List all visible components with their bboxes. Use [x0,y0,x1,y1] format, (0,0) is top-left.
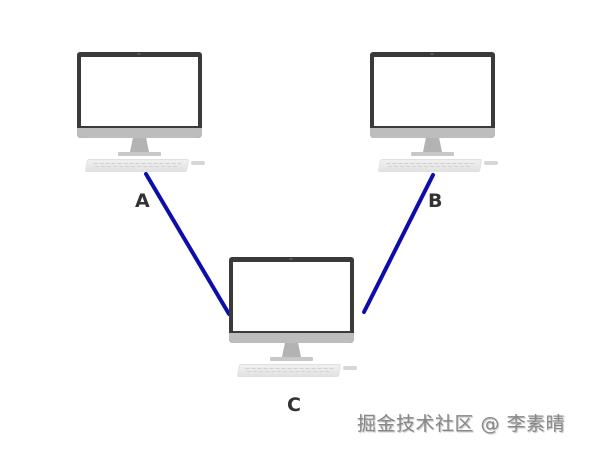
link-a-to-c [144,172,231,316]
mouse-icon [343,366,357,370]
monitor-chin [370,128,495,138]
webcam-icon [137,53,141,55]
monitor-stand-icon [282,343,301,357]
monitor-stand-icon [423,138,442,152]
node-label-c: C [287,394,301,416]
monitor-screen [374,57,491,126]
keyboard-icon [236,364,342,377]
monitor-icon [370,52,495,138]
monitor-chin [229,333,354,343]
keyboard-icon [84,159,190,172]
keyboard-icon [377,159,483,172]
link-b-to-c [362,173,435,314]
monitor-screen [233,262,350,331]
mouse-icon [191,161,205,165]
node-label-a: A [135,190,150,212]
node-label-b: B [428,190,443,212]
monitor-screen [81,57,198,126]
monitor-chin [77,128,202,138]
monitor-stand-base-icon [411,152,454,156]
monitor-stand-icon [130,138,149,152]
computer-b [370,52,510,177]
computer-c [229,257,369,382]
watermark-text: 掘金技术社区 @ 李素晴 [357,413,566,435]
mouse-icon [484,161,498,165]
webcam-icon [430,53,434,55]
computer-a [77,52,217,177]
monitor-icon [77,52,202,138]
monitor-stand-base-icon [118,152,161,156]
monitor-stand-base-icon [270,357,313,361]
webcam-icon [289,258,293,260]
monitor-icon [229,257,354,343]
